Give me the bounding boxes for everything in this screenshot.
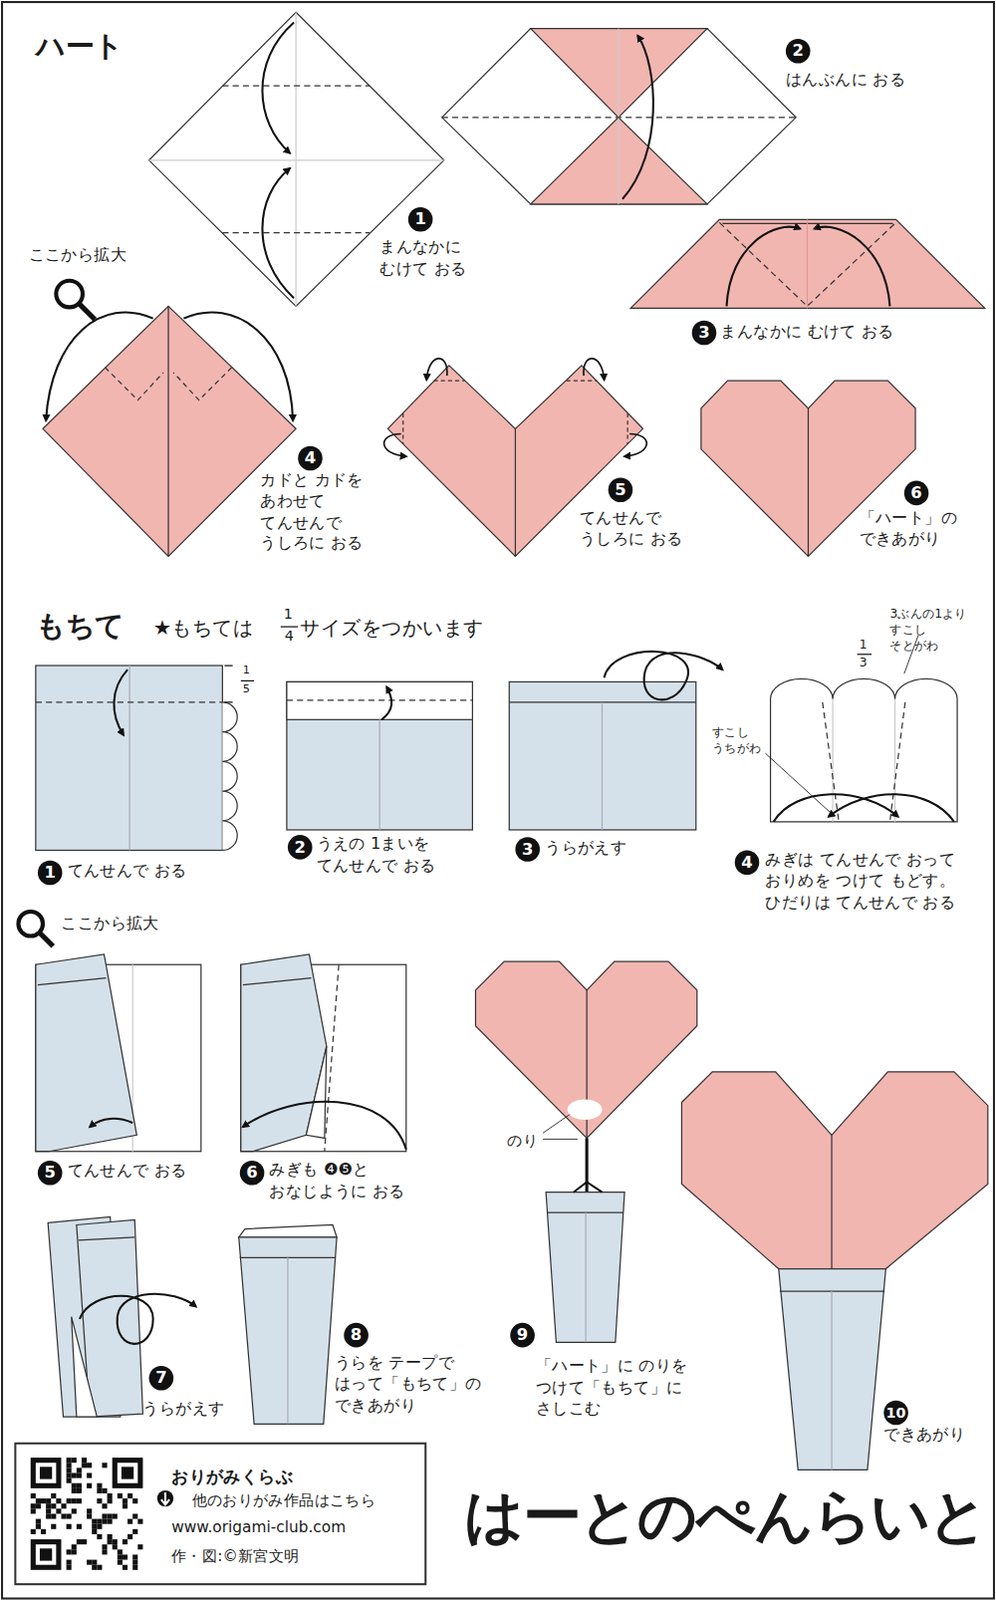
callout-number: 3	[692, 320, 718, 346]
section-heading: もちて	[35, 608, 125, 646]
instruction-text: すこし うちがわ	[712, 724, 764, 756]
callout-number: 2	[287, 834, 313, 860]
instruction-text: 4	[284, 626, 294, 646]
instruction-text: みぎは てんせんで おって おりめを つけて もどす。 ひだりは てんせんで お…	[764, 848, 967, 913]
instruction-text: てんせんで うしろに おる	[579, 506, 691, 550]
instruction-text: のり	[506, 1130, 538, 1151]
section-heading: ハート	[35, 28, 124, 66]
instruction-text: ここから拡大	[28, 245, 127, 266]
instruction-text: できあがり	[883, 1423, 966, 1445]
instruction-text: カドと カドを あわせて てんせんで うしろに おる	[259, 469, 371, 554]
instruction-text: うらを テープで はって「もちて」の できあがり	[334, 1352, 492, 1417]
instruction-text: まんなかに むけて おる	[720, 321, 894, 343]
instruction-text: てんせんで おる	[67, 860, 188, 882]
credit-text: www.origami-club.com	[171, 1517, 346, 1538]
instruction-text: うえの 1まいを てんせんで おる	[316, 833, 451, 877]
instruction-text: 3ぶんの1より すこし そとがわ	[889, 606, 979, 655]
instruction-text: 1	[283, 604, 293, 624]
instruction-text: みぎも ❹❺と おなじように おる	[268, 1159, 426, 1203]
callout-number: 5	[608, 478, 634, 503]
instruction-text: まんなかに むけて おる	[379, 237, 478, 280]
callout-number: 3	[514, 836, 540, 862]
callout-number: 9	[509, 1322, 535, 1348]
callout-number: 4	[735, 849, 760, 875]
instruction-text: 1	[859, 636, 868, 653]
page-title: はーとのぺんらいと	[464, 1478, 988, 1555]
credit-box: おりがみくらぶ他のおりがみ作品はこちら www.origami-club.com 作…	[13, 1442, 427, 1585]
callout-number: 5	[37, 1160, 63, 1186]
credit-text: 他のおりがみ作品はこちら	[192, 1491, 376, 1511]
instruction-text: 3	[859, 655, 868, 672]
credit-text: おりがみくらぶ	[171, 1464, 293, 1488]
instruction-text: てんせんで おる	[67, 1160, 188, 1182]
callout-number: 6	[240, 1160, 265, 1186]
instruction-text: 「ハート」の できあがり	[859, 506, 971, 550]
instruction-text: うらがえす	[544, 836, 627, 858]
callout-number: 6	[904, 481, 930, 506]
instruction-text: ここから拡大	[60, 913, 159, 935]
callout-number: 4	[297, 446, 323, 472]
instruction-text: うらがえす	[142, 1398, 225, 1420]
instruction-text: 5	[243, 681, 250, 697]
callout-number: 1	[37, 860, 63, 886]
instruction-text: 1	[243, 663, 250, 679]
callout-number: 2	[785, 38, 811, 64]
credit-text: 作・図:©新宮文明	[171, 1545, 299, 1566]
callout-number: 1	[408, 207, 434, 233]
instruction-text: はんぶんに おる	[785, 69, 906, 91]
instruction-text: ★もちては	[153, 614, 253, 642]
callout-number: 10	[883, 1400, 909, 1426]
instruction-text: サイズをつかいます	[299, 614, 484, 642]
callout-number: 8	[343, 1322, 369, 1348]
callout-number: 7	[149, 1365, 175, 1391]
instruction-text: 「ハート」に のりを つけて「もちて」に さしこむ	[535, 1355, 695, 1420]
